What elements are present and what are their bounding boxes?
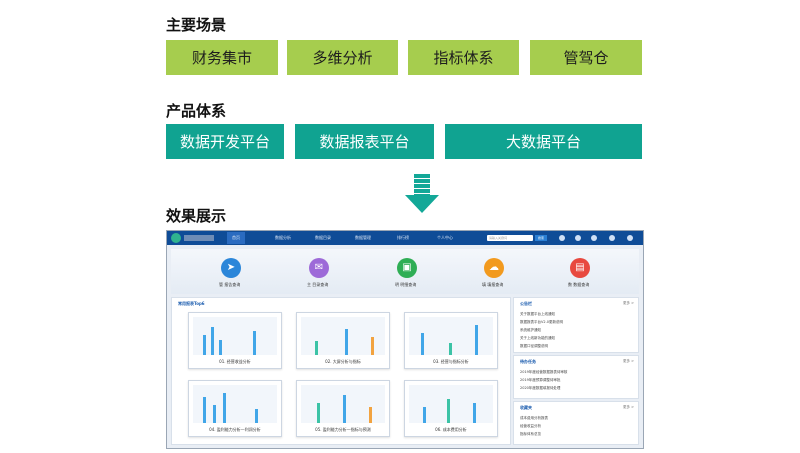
report-thumb-label: 03. 经营与指标分析 [433,359,469,364]
nav-home[interactable]: 首页 [227,232,245,244]
message-icon[interactable] [591,235,597,241]
user-icon[interactable] [609,235,615,241]
todo-panel: 待办任务 更多 > 2019年度经营数据报表待审核 2019年度预算调整待审批 … [513,355,639,399]
search-button[interactable]: 搜索 [535,235,547,241]
nav-analysis[interactable]: 数据分析 [275,235,291,240]
report-thumb-label: 01. 经营收益分析 [219,359,251,364]
down-arrow-stem [414,174,430,196]
app-logo-icon [171,233,181,243]
data-query-icon[interactable]: ▤ [570,258,590,278]
report-thumb-6[interactable]: 06. 成本费用分析 [404,380,498,437]
list-item[interactable]: 经营收益分析 [520,424,541,428]
down-arrow-icon [405,195,439,213]
report-thumb-3[interactable]: 03. 经营与指标分析 [404,312,498,369]
list-item[interactable]: 系统维护通知 [520,328,541,332]
product-tag-dev-platform: 数据开发平台 [166,124,284,159]
power-icon[interactable] [627,235,633,241]
scenario-tag-indicator-system: 指标体系 [408,40,519,75]
report-query-label: 管 报告查询 [219,282,241,287]
notification-icon[interactable] [575,235,581,241]
favorites-panel: 收藏夹 更多 > 成本费用分析报表 经营收益分析 指标体系总览 [513,401,639,445]
nav-profile[interactable]: 个人中心 [437,235,453,240]
list-item[interactable]: 关于上线新功能的通知 [520,336,555,340]
report-thumb-2[interactable]: 02. 大屏分析与指标 [296,312,390,369]
notice-title: 公告栏 [520,301,532,306]
detail-query-icon[interactable]: ▣ [397,258,417,278]
favorites-title: 收藏夹 [520,405,532,410]
list-item[interactable]: 2020年度数据填报待处理 [520,386,561,390]
list-item[interactable]: 2019年度预算调整待审批 [520,378,561,382]
report-thumb-label: 02. 大屏分析与指标 [325,359,361,364]
report-thumb-label: 04. 盈利能力分析—利润分析 [209,427,261,432]
list-item[interactable]: 数据口径调整说明 [520,344,548,348]
scenario-tag-finance-mart: 财务集市 [166,40,278,75]
app-topbar: 首页 数据分析 数据目录 数据管理 排行榜 个人中心 请输入关键词 搜索 [167,231,643,245]
detail-query-label: 明 明细查询 [395,282,417,287]
quick-access-banner: ➤ 管 报告查询 ✉ 主 目录查询 ▣ 明 明细查询 ☁ 填 填报查询 ▤ 数 … [171,249,639,294]
data-query-label: 数 数据查询 [568,282,590,287]
top-reports-panel: 常用报表Top6 01. 经营收益分析 02. 大屏分析与指标 03. 经营与指… [171,297,511,445]
products-title: 产品体系 [166,102,227,120]
notice-panel: 公告栏 更多 > 关于数据平台上线通知 数据报表平台V2.0更新说明 系统维护通… [513,297,639,353]
report-thumb-4[interactable]: 04. 盈利能力分析—利润分析 [188,380,282,437]
fill-query-icon[interactable]: ☁ [484,258,504,278]
report-thumb-label: 06. 成本费用分析 [435,427,467,432]
top-reports-title: 常用报表Top6 [178,301,205,306]
scenario-tag-cockpit: 管驾仓 [530,40,642,75]
nav-ranking[interactable]: 排行榜 [397,235,409,240]
list-item[interactable]: 成本费用分析报表 [520,416,548,420]
todo-more-link[interactable]: 更多 > [622,359,634,363]
report-query-icon[interactable]: ➤ [221,258,241,278]
fill-query-label: 填 填报查询 [482,282,504,287]
settings-icon[interactable] [559,235,565,241]
showcase-title: 效果展示 [166,207,227,225]
report-thumb-label: 05. 盈利能力分析—指标与预测 [315,427,371,432]
product-tag-report-platform: 数据报表平台 [295,124,434,159]
scenario-tag-multidim-analysis: 多维分析 [287,40,398,75]
list-item[interactable]: 指标体系总览 [520,432,541,436]
showcase-screenshot: 首页 数据分析 数据目录 数据管理 排行榜 个人中心 请输入关键词 搜索 ➤ 管… [166,230,644,449]
list-item[interactable]: 关于数据平台上线通知 [520,312,555,316]
todo-title: 待办任务 [520,359,536,364]
report-thumb-1[interactable]: 01. 经营收益分析 [188,312,282,369]
nav-catalog[interactable]: 数据目录 [315,235,331,240]
search-input[interactable]: 请输入关键词 [487,235,533,241]
app-logo-text [184,235,214,241]
catalog-query-label: 主 目录查询 [307,282,329,287]
catalog-query-icon[interactable]: ✉ [309,258,329,278]
nav-manage[interactable]: 数据管理 [355,235,371,240]
scenarios-title: 主要场景 [166,16,227,34]
notice-more-link[interactable]: 更多 > [622,301,634,305]
report-thumb-5[interactable]: 05. 盈利能力分析—指标与预测 [296,380,390,437]
list-item[interactable]: 2019年度经营数据报表待审核 [520,370,568,374]
favorites-more-link[interactable]: 更多 > [622,405,634,409]
product-tag-bigdata-platform: 大数据平台 [445,124,642,159]
list-item[interactable]: 数据报表平台V2.0更新说明 [520,320,563,324]
